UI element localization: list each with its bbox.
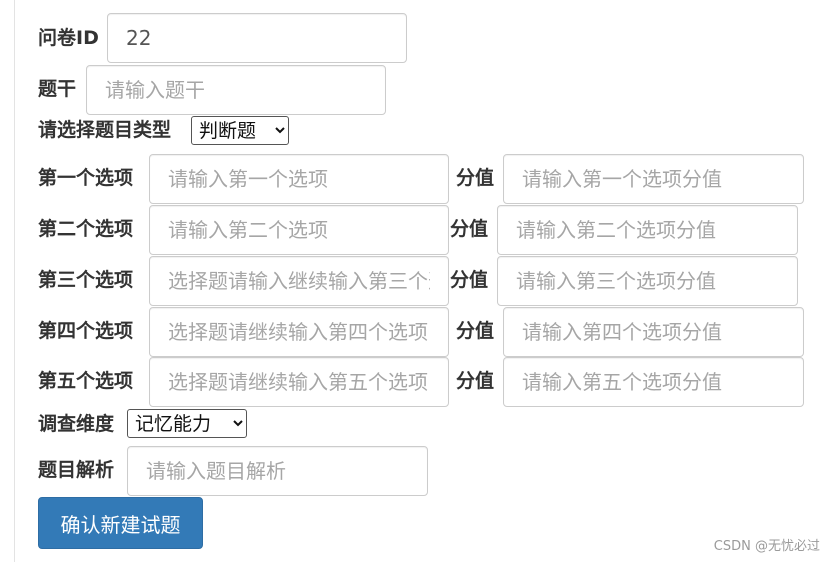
dimension-select[interactable]: 记忆能力 — [127, 409, 247, 438]
survey-id-label: 问卷ID — [38, 27, 99, 49]
option-3-score-label: 分值 — [450, 269, 489, 291]
option-3-input[interactable] — [149, 256, 449, 306]
option-4-input[interactable] — [149, 307, 449, 357]
analysis-input[interactable] — [127, 446, 428, 496]
option-3-score-input[interactable] — [497, 256, 798, 306]
question-type-select[interactable]: 判断题 — [191, 116, 289, 145]
option-1-score-label: 分值 — [456, 167, 495, 189]
left-divider — [14, 0, 15, 562]
option-4-score-input[interactable] — [503, 307, 804, 357]
survey-id-input[interactable] — [107, 13, 407, 63]
option-5-score-input[interactable] — [503, 357, 804, 407]
option-2-score-input[interactable] — [497, 205, 798, 255]
question-type-label: 请选择题目类型 — [38, 119, 172, 141]
option-5-score-label: 分值 — [456, 370, 495, 392]
dimension-label: 调查维度 — [38, 413, 115, 435]
submit-button[interactable]: 确认新建试题 — [38, 497, 203, 549]
option-2-score-label: 分值 — [450, 218, 489, 240]
option-4-label: 第四个选项 — [38, 320, 134, 342]
stem-label: 题干 — [38, 78, 77, 100]
option-1-score-input[interactable] — [503, 154, 804, 204]
option-1-input[interactable] — [149, 154, 449, 204]
stem-input[interactable] — [86, 65, 386, 115]
option-1-label: 第一个选项 — [38, 167, 134, 189]
watermark: CSDN @无忧必过 — [713, 539, 820, 554]
option-2-input[interactable] — [149, 205, 449, 255]
option-4-score-label: 分值 — [456, 320, 495, 342]
option-5-label: 第五个选项 — [38, 370, 134, 392]
analysis-label: 题目解析 — [38, 459, 115, 481]
option-3-label: 第三个选项 — [38, 269, 134, 291]
option-5-input[interactable] — [149, 357, 449, 407]
option-2-label: 第二个选项 — [38, 218, 134, 240]
